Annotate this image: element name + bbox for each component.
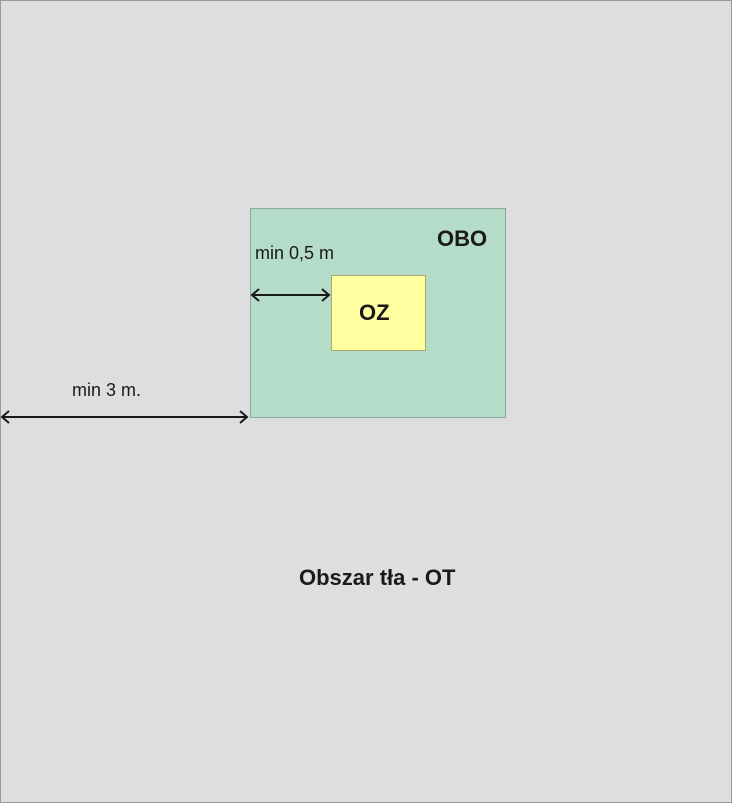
- oz-area: [331, 275, 426, 351]
- obo-area: [250, 208, 506, 418]
- background-area-label: Obszar tła - OT: [299, 565, 456, 590]
- min-3-label: min 3 m.: [72, 380, 142, 400]
- oz-label: OZ: [359, 300, 390, 325]
- obo-label: OBO: [437, 226, 488, 251]
- min-05-arrow: [250, 288, 331, 302]
- min-3-arrow: [0, 410, 249, 424]
- min-05-label: min 0,5 m: [255, 243, 335, 263]
